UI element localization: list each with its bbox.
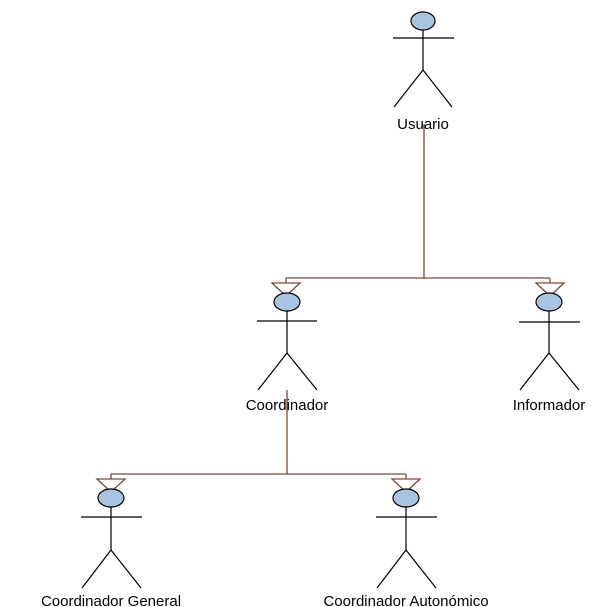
actor-usuario[interactable]: Usuario	[393, 11, 454, 133]
stick-figure-icon	[81, 488, 142, 589]
actor-label-coordinador: Coordinador	[246, 397, 329, 414]
stick-figure-icon	[376, 488, 437, 589]
actor-coordinador-general[interactable]: Coordinador General	[41, 488, 181, 607]
generalization-coordinador-children	[95, 390, 422, 493]
stick-figure-icon	[393, 11, 454, 108]
actor-informador[interactable]: Informador	[513, 292, 586, 414]
stick-figure-icon	[519, 292, 580, 391]
stick-figure-icon	[257, 292, 318, 391]
generalization-usuario-children	[270, 124, 566, 297]
actor-label-coordinador-autonomico: Coordinador Autonómico	[323, 593, 488, 607]
actor-label-coordinador-general: Coordinador General	[41, 593, 181, 607]
actor-coordinador[interactable]: Coordinador	[246, 292, 329, 414]
actor-label-usuario: Usuario	[397, 116, 449, 133]
actor-coordinador-autonomico[interactable]: Coordinador Autonómico	[323, 488, 489, 607]
actor-label-informador: Informador	[513, 397, 586, 414]
